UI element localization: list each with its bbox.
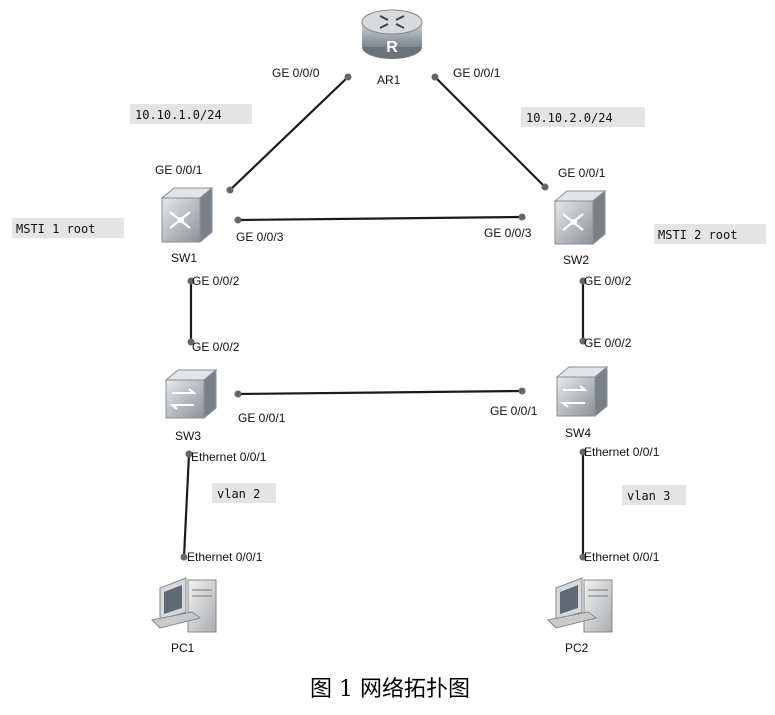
port-label: Ethernet 0/0/1 (187, 550, 263, 564)
access-switch-icon (164, 368, 218, 420)
vlan2-tag: vlan 2 (217, 487, 260, 501)
pc-pc1[interactable]: PC1 (150, 577, 217, 655)
port-label: GE 0/0/0 (272, 66, 320, 80)
port-dot (579, 277, 587, 285)
link-sw3-pc1 (182, 453, 191, 558)
svg-text:R: R (386, 39, 398, 56)
port-dot (226, 186, 234, 194)
msti2-root-tag: MSTI 2 root (658, 228, 737, 242)
switch-sw1[interactable]: SW1 (160, 186, 214, 265)
port-dot (187, 277, 195, 285)
port-dot (579, 553, 587, 561)
port-dot (431, 73, 439, 81)
port-label: GE 0/0/2 (584, 336, 632, 350)
port-label: GE 0/0/1 (155, 163, 203, 177)
port-dot (541, 183, 549, 191)
port-label: Ethernet 0/0/1 (584, 445, 660, 459)
port-dot (187, 338, 195, 346)
device-label: SW1 (171, 251, 197, 265)
port-label: GE 0/0/1 (558, 166, 606, 180)
figure-caption: 图 1 网络拓扑图 (310, 677, 470, 702)
port-dot (185, 450, 193, 458)
router-icon: R (361, 9, 423, 59)
port-label: GE 0/0/2 (584, 274, 632, 288)
vlan3-tag: vlan 3 (627, 489, 670, 503)
port-label: GE 0/0/1 (238, 411, 286, 425)
port-dot (579, 337, 587, 345)
links (182, 76, 585, 558)
link-ar1-sw1 (229, 76, 349, 191)
device-label: SW4 (565, 426, 591, 440)
pc-pc2[interactable]: PC2 (546, 577, 613, 655)
link-sw1-sw2 (237, 215, 523, 222)
core-switch-icon (553, 189, 607, 246)
port-dots (180, 73, 587, 561)
device-label: SW2 (563, 253, 589, 267)
switch-sw4[interactable]: SW4 (555, 365, 609, 440)
core-switch-icon (160, 186, 214, 244)
access-switch-icon (555, 365, 609, 418)
switch-sw3[interactable]: SW3 (164, 368, 218, 443)
port-dot (234, 216, 242, 224)
switch-sw2[interactable]: SW2 (553, 189, 607, 267)
port-dot (180, 553, 188, 561)
msti1-root-tag: MSTI 1 root (16, 222, 95, 236)
device-label: PC2 (565, 641, 589, 655)
port-label: GE 0/0/2 (192, 340, 240, 354)
device-label: SW3 (175, 429, 201, 443)
port-label: GE 0/0/3 (484, 226, 532, 240)
link-ar1-sw2 (434, 76, 546, 188)
annotation-tags: 10.10.1.0/24 10.10.2.0/24 MSTI 1 root MS… (12, 104, 766, 505)
port-dot (344, 73, 352, 81)
port-dot (518, 387, 526, 395)
subnet-tag-left: 10.10.1.0/24 (135, 108, 222, 122)
port-dot (518, 213, 526, 221)
pc-icon (546, 577, 613, 633)
pc-icon (150, 577, 217, 633)
port-label: Ethernet 0/0/1 (191, 450, 267, 464)
port-label: GE 0/0/3 (236, 230, 284, 244)
router-ar1[interactable]: R AR1 (361, 9, 423, 87)
port-label: Ethernet 0/0/1 (584, 550, 660, 564)
link-sw3-sw4 (237, 389, 523, 396)
port-label: GE 0/0/2 (192, 274, 240, 288)
subnet-tag-right: 10.10.2.0/24 (526, 111, 613, 125)
device-label: AR1 (377, 73, 401, 87)
port-dot (234, 390, 242, 398)
port-label: GE 0/0/1 (490, 404, 538, 418)
port-labels: GE 0/0/0 GE 0/0/1 GE 0/0/1 GE 0/0/3 GE 0… (155, 66, 660, 564)
device-label: PC1 (171, 641, 195, 655)
port-dot (579, 448, 587, 456)
port-label: GE 0/0/1 (453, 66, 501, 80)
